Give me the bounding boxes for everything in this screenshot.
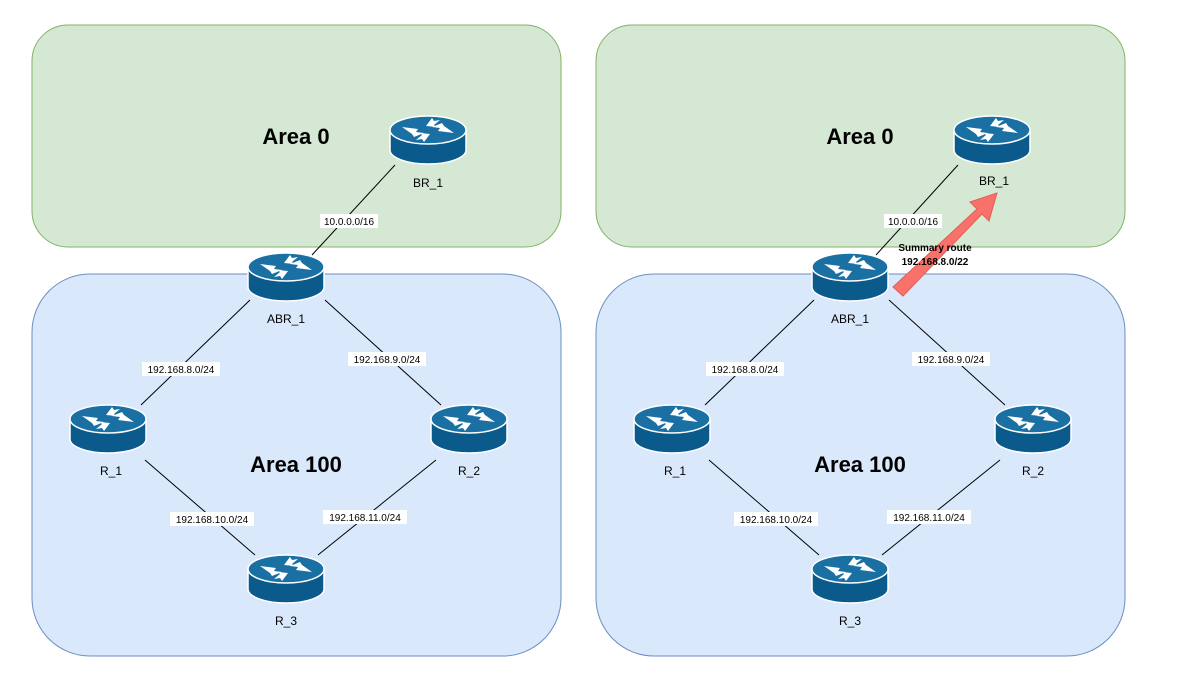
router-label-abr: ABR_1 <box>831 312 869 326</box>
panel-left: Area 0 Area 100 10.0.0.0/16 192.168.8.0/… <box>31 24 562 657</box>
router-label-r2: R_2 <box>458 464 480 478</box>
router-label-r2: R_2 <box>1022 464 1044 478</box>
link-r2-r3 <box>881 459 1001 556</box>
router-icon[interactable] <box>953 115 1031 165</box>
router-icon[interactable] <box>389 115 467 165</box>
summary-arrow <box>892 192 998 297</box>
net-label-r1-r3: 192.168.10.0/24 <box>740 515 813 526</box>
router-label-r1: R_1 <box>664 464 686 478</box>
router-label-r3: R_3 <box>275 614 297 628</box>
net-label-br-abr: 10.0.0.0/16 <box>888 217 938 228</box>
panel-right: Area 0 Area 100 10.0.0.0/16 192.168.8.0/… <box>595 24 1126 657</box>
link-r1-r3 <box>708 459 820 556</box>
router-icon[interactable] <box>994 404 1072 454</box>
summary-route-line2: 192.168.8.0/22 <box>902 257 969 268</box>
area0-region <box>595 24 1126 248</box>
net-label-r2-r3: 192.168.11.0/24 <box>893 513 965 524</box>
net-label-br-abr: 10.0.0.0/16 <box>324 217 374 228</box>
router-label-br: BR_1 <box>413 176 443 190</box>
router-icon[interactable] <box>69 404 147 454</box>
router-label-r3: R_3 <box>839 614 861 628</box>
router-label-r1: R_1 <box>100 464 122 478</box>
area100-title: Area 100 <box>814 452 906 477</box>
router-icon[interactable] <box>811 252 889 302</box>
net-label-abr-r2: 192.168.9.0/24 <box>918 355 985 366</box>
net-label-abr-r1: 192.168.8.0/24 <box>712 365 779 376</box>
router-icon[interactable] <box>811 554 889 604</box>
net-label-abr-r2: 192.168.9.0/24 <box>354 355 421 366</box>
link-abr-r1 <box>140 299 251 406</box>
area0-region <box>31 24 562 248</box>
area0-title: Area 0 <box>262 124 329 149</box>
router-icon[interactable] <box>247 554 325 604</box>
area0-title: Area 0 <box>826 124 893 149</box>
link-abr-r1 <box>704 299 815 406</box>
summary-route-label: Summary route 192.168.8.0/22 <box>898 243 972 268</box>
link-br-abr <box>311 164 396 256</box>
router-label-abr: ABR_1 <box>267 312 305 326</box>
link-br-abr <box>875 164 959 256</box>
area100-title: Area 100 <box>250 452 342 477</box>
link-r2-r3 <box>317 459 437 556</box>
links <box>704 164 1006 556</box>
router-icon[interactable] <box>633 404 711 454</box>
router-label-br: BR_1 <box>979 174 1009 188</box>
link-r1-r3 <box>144 459 256 556</box>
net-label-r2-r3: 192.168.11.0/24 <box>329 513 401 524</box>
router-icon[interactable] <box>247 252 325 302</box>
summary-route-line1: Summary route <box>898 243 972 254</box>
net-label-abr-r1: 192.168.8.0/24 <box>148 365 215 376</box>
router-icon[interactable] <box>430 404 508 454</box>
net-label-r1-r3: 192.168.10.0/24 <box>176 515 249 526</box>
